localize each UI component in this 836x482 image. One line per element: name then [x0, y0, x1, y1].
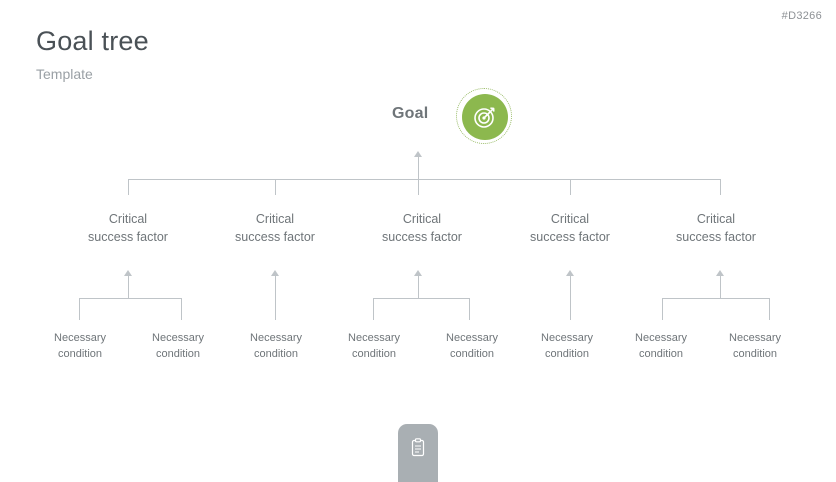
- csf-1-stem: [128, 276, 129, 298]
- nc-4-line1: Necessary: [348, 332, 400, 344]
- nc-5-line1: Necessary: [446, 332, 498, 344]
- csf-5-arrow: [716, 270, 724, 276]
- nc-1-line2: condition: [57, 348, 103, 360]
- csf-1-line2: success factor: [88, 230, 168, 244]
- csf-bus-line: [128, 179, 720, 180]
- critical-success-factor-5[interactable]: Critical success factor: [646, 210, 786, 246]
- necessary-condition-4[interactable]: Necessary condition: [319, 330, 429, 362]
- nc-bus-line-3: [373, 298, 469, 299]
- csf-drop-line-5: [720, 179, 721, 195]
- goal-badge[interactable]: [456, 88, 512, 144]
- critical-success-factor-2[interactable]: Critical success factor: [205, 210, 345, 246]
- document-id: #D3266: [781, 10, 822, 22]
- nc-2-line1: Necessary: [152, 332, 204, 344]
- nc-3-line2: condition: [253, 348, 299, 360]
- bottom-tab-button[interactable]: [398, 424, 438, 482]
- target-icon: [462, 94, 508, 140]
- critical-success-factor-3[interactable]: Critical success factor: [352, 210, 492, 246]
- necessary-condition-5[interactable]: Necessary condition: [417, 330, 527, 362]
- nc-drop-6: [570, 276, 571, 320]
- csf-4-line2: success factor: [530, 230, 610, 244]
- csf-3-arrow: [414, 270, 422, 276]
- goal-arrow: [414, 151, 422, 157]
- csf-1-line1: Critical: [108, 212, 148, 226]
- nc-drop-5: [469, 298, 470, 320]
- csf-2-line1: Critical: [255, 212, 295, 226]
- csf-3-line1: Critical: [402, 212, 442, 226]
- csf-drop-line-2: [275, 179, 276, 195]
- nc-8-line1: Necessary: [729, 332, 781, 344]
- csf-2-line2: success factor: [235, 230, 315, 244]
- csf-1-arrow: [124, 270, 132, 276]
- necessary-condition-7[interactable]: Necessary condition: [606, 330, 716, 362]
- csf-drop-line-1: [128, 179, 129, 195]
- nc-drop-1: [79, 298, 80, 320]
- csf-4-line1: Critical: [550, 212, 590, 226]
- clipboard-icon: [410, 438, 426, 458]
- csf-drop-line-4: [570, 179, 571, 195]
- nc-4-line2: condition: [351, 348, 397, 360]
- csf-3-line2: success factor: [382, 230, 462, 244]
- nc-7-line1: Necessary: [635, 332, 687, 344]
- nc-5-line2: condition: [449, 348, 495, 360]
- necessary-condition-2[interactable]: Necessary condition: [123, 330, 233, 362]
- nc-8-line2: condition: [732, 348, 778, 360]
- nc-drop-2: [181, 298, 182, 320]
- nc-6-line1: Necessary: [541, 332, 593, 344]
- nc-2-line2: condition: [155, 348, 201, 360]
- goal-label: Goal: [392, 105, 429, 122]
- csf-5-line1: Critical: [696, 212, 736, 226]
- csf-2-arrow: [271, 270, 279, 276]
- slide-canvas: #D3266 Goal tree Template Goal Critical …: [25, 10, 822, 482]
- nc-drop-3: [275, 276, 276, 320]
- goal-trunk-line: [418, 157, 419, 179]
- nc-6-line2: condition: [544, 348, 590, 360]
- nc-drop-8: [769, 298, 770, 320]
- necessary-condition-1[interactable]: Necessary condition: [25, 330, 135, 362]
- nc-7-line2: condition: [638, 348, 684, 360]
- csf-drop-line-3: [418, 179, 419, 195]
- page-subtitle: Template: [36, 66, 93, 82]
- csf-5-stem: [720, 276, 721, 298]
- critical-success-factor-4[interactable]: Critical success factor: [500, 210, 640, 246]
- nc-1-line1: Necessary: [54, 332, 106, 344]
- nc-drop-4: [373, 298, 374, 320]
- necessary-condition-8[interactable]: Necessary condition: [700, 330, 810, 362]
- nc-bus-line-5: [662, 298, 769, 299]
- csf-3-stem: [418, 276, 419, 298]
- critical-success-factor-1[interactable]: Critical success factor: [58, 210, 198, 246]
- nc-bus-line-1: [79, 298, 181, 299]
- necessary-condition-3[interactable]: Necessary condition: [221, 330, 331, 362]
- nc-drop-7: [662, 298, 663, 320]
- csf-4-arrow: [566, 270, 574, 276]
- page-title: Goal tree: [36, 26, 149, 56]
- nc-3-line1: Necessary: [250, 332, 302, 344]
- necessary-condition-6[interactable]: Necessary condition: [512, 330, 622, 362]
- csf-5-line2: success factor: [676, 230, 756, 244]
